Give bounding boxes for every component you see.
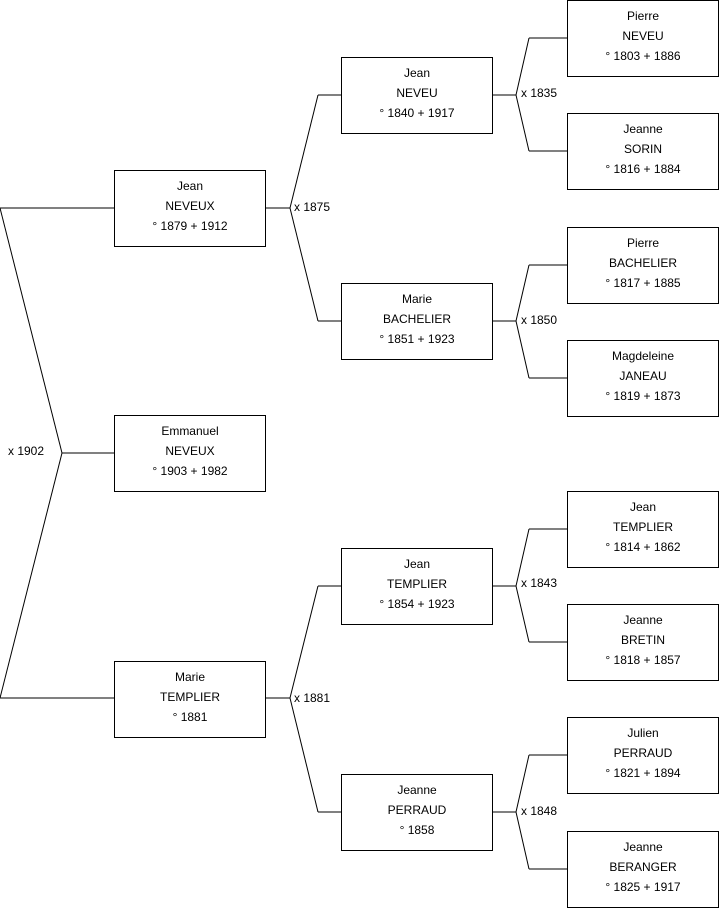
person-first-name: Jeanne (623, 613, 663, 627)
person-box-jean-templier[interactable]: Jean TEMPLIER ° 1854 + 1923 (341, 548, 493, 625)
person-dates: ° 1854 + 1923 (379, 597, 455, 611)
person-first-name: Marie (401, 292, 432, 306)
person-dates: ° 1851 + 1923 (379, 332, 455, 346)
person-dates: ° 1803 + 1886 (605, 49, 681, 63)
person-dates: ° 1825 + 1917 (605, 880, 681, 894)
person-last-name: TEMPLIER (612, 520, 673, 534)
person-dates: ° 1903 + 1982 (152, 464, 228, 478)
marriage-label-1875: x 1875 (294, 200, 331, 214)
marriage-label-1902: x 1902 (8, 444, 45, 458)
marriage-label-1881: x 1881 (294, 691, 331, 705)
person-last-name: NEVEU (622, 29, 664, 43)
person-last-name: BRETIN (620, 633, 665, 647)
person-box-jean-templier-sr[interactable]: Jean TEMPLIER ° 1814 + 1862 (567, 491, 719, 568)
person-last-name: BACHELIER (382, 312, 452, 326)
person-first-name: Jean (629, 500, 657, 514)
person-last-name: PERRAUD (613, 746, 673, 760)
person-dates: ° 1814 + 1862 (605, 540, 681, 554)
person-last-name: NEVEU (396, 86, 438, 100)
person-dates: ° 1816 + 1884 (605, 162, 681, 176)
person-last-name: JANEAU (619, 369, 667, 383)
person-dates: ° 1879 + 1912 (152, 219, 228, 233)
person-first-name: Jeanne (623, 122, 663, 136)
person-first-name: Pierre (626, 236, 659, 250)
person-last-name: NEVEUX (165, 199, 215, 213)
person-box-jeanne-sorin[interactable]: Jeanne SORIN ° 1816 + 1884 (567, 113, 719, 190)
marriage-label-1848: x 1848 (521, 804, 558, 818)
person-box-jeanne-beranger[interactable]: Jeanne BERANGER ° 1825 + 1917 (567, 831, 719, 908)
person-dates: ° 1858 (399, 823, 435, 837)
marriage-label-1835: x 1835 (521, 86, 558, 100)
person-last-name: PERRAUD (387, 803, 447, 817)
person-dates: ° 1817 + 1885 (605, 276, 681, 290)
person-dates: ° 1819 + 1873 (605, 389, 681, 403)
person-last-name: NEVEUX (165, 444, 215, 458)
person-first-name: Pierre (626, 9, 659, 23)
person-dates: ° 1818 + 1857 (605, 653, 681, 667)
person-first-name: Marie (174, 670, 205, 684)
person-dates: ° 1881 (172, 710, 208, 724)
person-box-marie-bachelier[interactable]: Marie BACHELIER ° 1851 + 1923 (341, 283, 493, 360)
person-dates: ° 1821 + 1894 (605, 766, 681, 780)
person-dates: ° 1840 + 1917 (379, 106, 455, 120)
person-box-magdeleine-janeau[interactable]: Magdeleine JANEAU ° 1819 + 1873 (567, 340, 719, 417)
person-first-name: Jean (403, 66, 431, 80)
person-last-name: BERANGER (609, 860, 677, 874)
person-box-marie-templier[interactable]: Marie TEMPLIER ° 1881 (114, 661, 266, 738)
marriage-label-1843: x 1843 (521, 576, 558, 590)
person-box-julien-perraud[interactable]: Julien PERRAUD ° 1821 + 1894 (567, 717, 719, 794)
person-first-name: Magdeleine (611, 349, 675, 363)
person-first-name: Jeanne (397, 783, 437, 797)
person-box-jeanne-bretin[interactable]: Jeanne BRETIN ° 1818 + 1857 (567, 604, 719, 681)
person-first-name: Jean (176, 179, 204, 193)
person-last-name: BACHELIER (608, 256, 678, 270)
person-box-jean-neveu[interactable]: Jean NEVEU ° 1840 + 1917 (341, 57, 493, 134)
person-first-name: Julien (627, 726, 659, 740)
person-first-name: Jean (403, 557, 431, 571)
person-last-name: SORIN (623, 142, 662, 156)
person-box-jean-neveux[interactable]: Jean NEVEUX ° 1879 + 1912 (114, 170, 266, 247)
person-box-pierre-bachelier[interactable]: Pierre BACHELIER ° 1817 + 1885 (567, 227, 719, 304)
person-first-name: Emmanuel (161, 424, 219, 438)
person-box-emmanuel-neveux[interactable]: Emmanuel NEVEUX ° 1903 + 1982 (114, 415, 266, 492)
marriage-label-1850: x 1850 (521, 313, 558, 327)
person-first-name: Jeanne (623, 840, 663, 854)
person-last-name: TEMPLIER (386, 577, 447, 591)
person-box-jeanne-perraud[interactable]: Jeanne PERRAUD ° 1858 (341, 774, 493, 851)
person-last-name: TEMPLIER (159, 690, 220, 704)
person-box-pierre-neveu[interactable]: Pierre NEVEU ° 1803 + 1886 (567, 0, 719, 77)
